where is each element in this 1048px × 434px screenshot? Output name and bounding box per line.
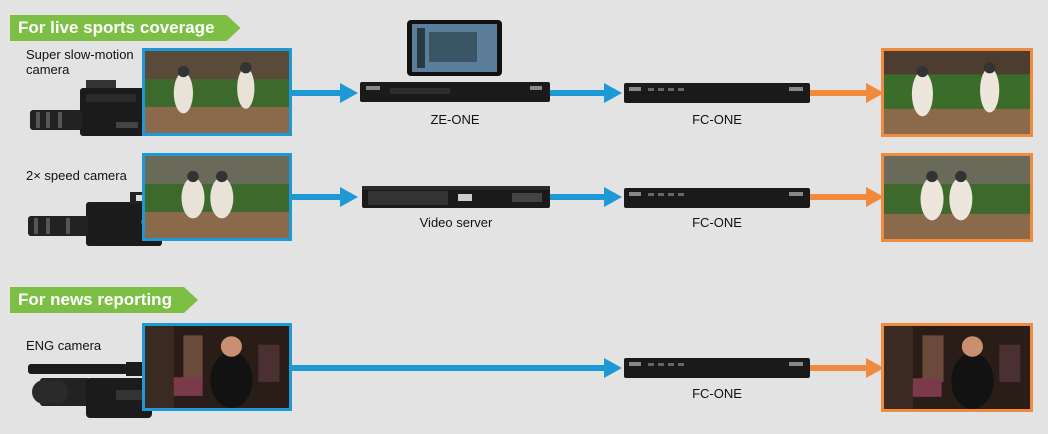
arrow-2x-to-video-server	[292, 187, 358, 207]
fc-one-device-icon	[624, 358, 810, 378]
fc-one-device-icon	[624, 83, 810, 103]
arrow-slowmo-to-zeone	[292, 83, 358, 103]
label-fc-one-2: FC-ONE	[692, 215, 742, 230]
arrow-eng-to-fcone	[292, 358, 622, 378]
output-video-3	[881, 323, 1033, 412]
label-2x-speed-camera: 2× speed camera	[26, 168, 127, 183]
video-server-device-icon	[362, 186, 550, 208]
label-eng-camera: ENG camera	[26, 338, 102, 353]
input-video-eng	[142, 323, 292, 411]
input-video-slow-motion	[142, 48, 292, 136]
output-video-1	[881, 48, 1033, 137]
tablet-icon	[407, 20, 502, 76]
label-fc-one-3: FC-ONE	[692, 386, 742, 401]
slow-motion-camera-icon	[30, 80, 150, 136]
arrow-fcone-to-output-2	[810, 187, 884, 207]
label-ze-one: ZE-ONE	[430, 112, 480, 127]
label-fc-one-1: FC-ONE	[692, 112, 742, 127]
arrow-video-server-to-fcone	[550, 187, 622, 207]
section-tag-live-sports: For live sports coverage	[10, 15, 241, 41]
arrow-fcone-to-output-1	[810, 83, 884, 103]
label-video-server: Video server	[419, 215, 493, 230]
section-tag-news-reporting: For news reporting	[10, 287, 198, 313]
label-super-slow-motion-camera: Super slow-motion camera	[26, 47, 134, 77]
arrow-zeone-to-fcone	[550, 83, 622, 103]
eng-camera-icon	[28, 362, 160, 418]
input-video-2x-speed	[142, 153, 292, 241]
arrow-fcone-to-output-3	[810, 358, 884, 378]
output-video-2	[881, 153, 1033, 242]
fc-one-device-icon	[624, 188, 810, 208]
ze-one-device-icon	[360, 82, 550, 102]
